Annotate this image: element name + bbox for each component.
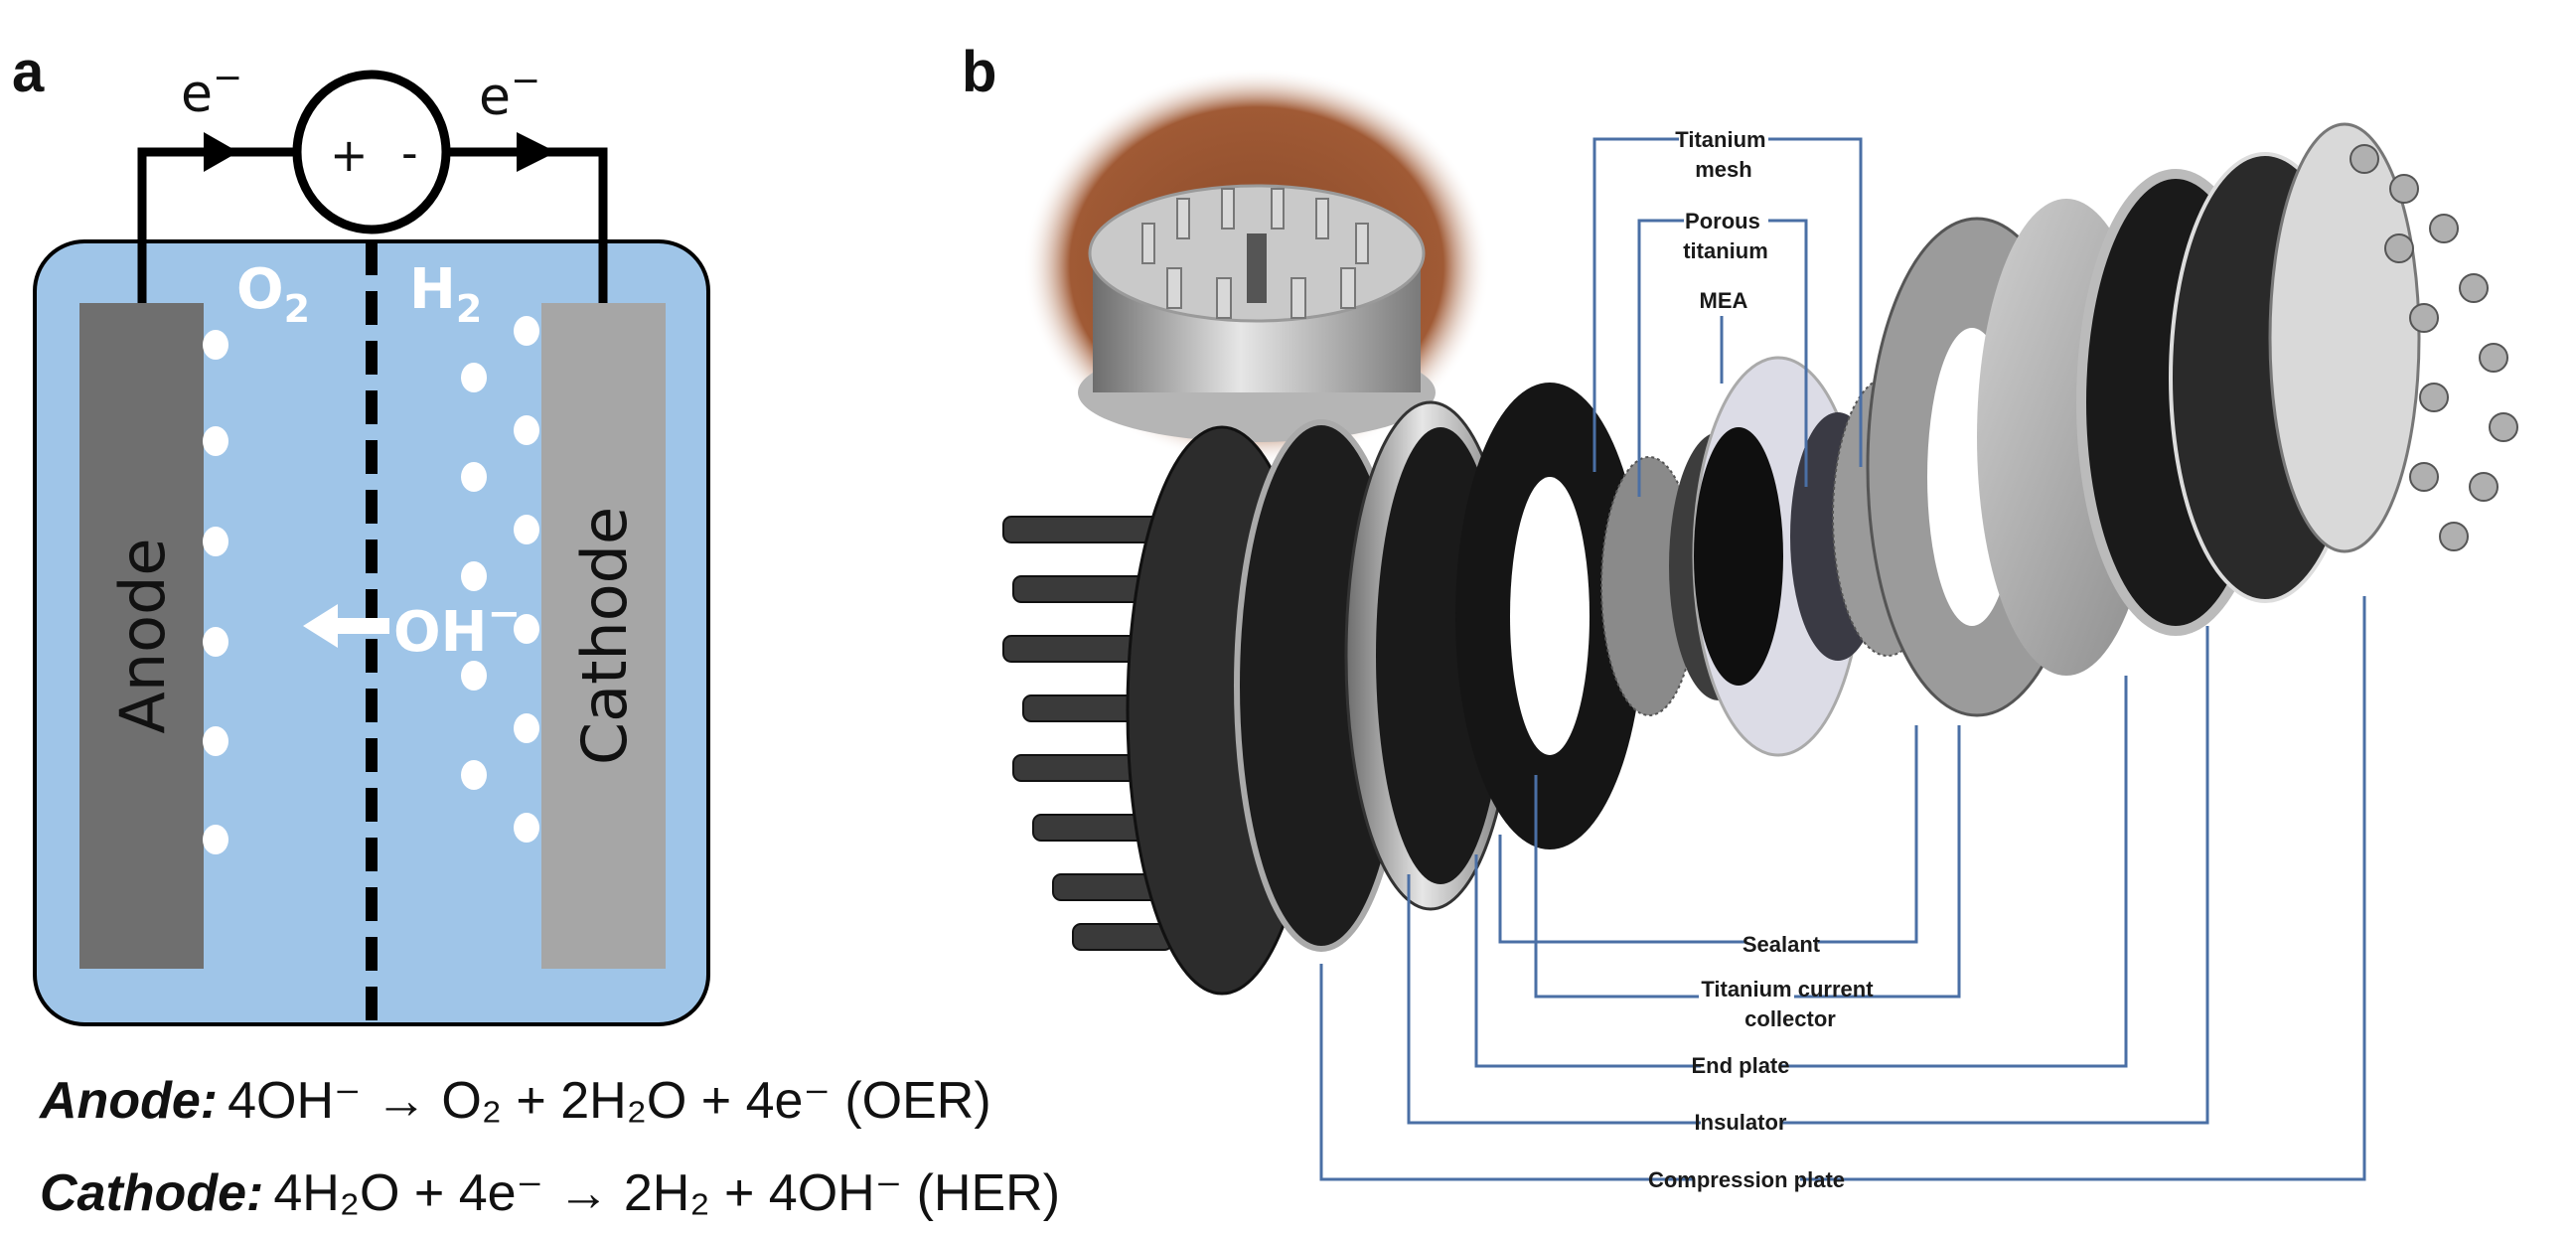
bubble: [514, 713, 539, 743]
panel-a-label: a: [12, 40, 45, 104]
bubble: [461, 363, 487, 392]
bubble: [514, 316, 539, 346]
source-plus-sign: +: [330, 128, 369, 182]
source-minus-sign: -: [401, 126, 418, 180]
bubble: [514, 415, 539, 445]
hydrogen-label: H2: [409, 257, 482, 331]
electron-arrow-right-icon: [517, 132, 556, 172]
anode-equation: Anode:4OH⁻ → O₂ + 2H₂O + 4e⁻ (OER): [38, 1072, 991, 1130]
stack-photo-inset: [1023, 68, 1490, 465]
power-source: [292, 70, 451, 234]
bubble: [461, 661, 487, 691]
nuts: [2349, 144, 2518, 551]
wire-left: [137, 147, 296, 303]
callout-insulator: Insulator: [1695, 1110, 1787, 1135]
hydroxide-arrow-icon: [303, 604, 389, 648]
bubble: [203, 330, 228, 360]
bubble: [461, 760, 487, 790]
callout-sealant: Sealant: [1743, 932, 1821, 957]
callout-mea: MEA: [1700, 288, 1748, 313]
callout-titanium-mesh: Titanium mesh: [1675, 127, 1771, 182]
panel-a: a Anode Cathode + - e− e− O2 H2: [12, 40, 1060, 1222]
exploded-stack: [1002, 122, 2518, 996]
anode-electrode: [79, 303, 204, 969]
oxygen-bubbles: [203, 330, 228, 854]
bubble: [203, 527, 228, 556]
compression-plate-back: [2268, 122, 2421, 553]
callout-porous-titanium: Porous titanium: [1683, 209, 1768, 263]
bubble: [514, 813, 539, 843]
panel-b-label: b: [962, 40, 996, 104]
bubble: [461, 462, 487, 492]
electron-arrow-left-icon: [204, 132, 238, 172]
bubble: [514, 614, 539, 644]
panel-b: b: [962, 40, 2518, 1192]
wire-right: [449, 147, 608, 303]
cathode-electrode: [541, 303, 666, 969]
leader-lines: [1319, 137, 2366, 1181]
electron-label-right: e−: [479, 61, 540, 127]
hydrogen-bubbles: [461, 316, 539, 843]
cathode-label: Cathode: [568, 507, 641, 765]
bubble: [203, 825, 228, 854]
bubble: [203, 426, 228, 456]
hydroxide-label: OH−: [393, 591, 521, 665]
bubble: [514, 515, 539, 544]
anode-label: Anode: [106, 538, 179, 733]
callout-end-plate: End plate: [1691, 1053, 1789, 1078]
electron-label-left: e−: [181, 58, 242, 124]
callout-compression-plate: Compression plate: [1648, 1167, 1845, 1192]
oxygen-label: O2: [236, 257, 310, 331]
bubble: [203, 627, 228, 657]
cathode-equation: Cathode:4H₂O + 4e⁻ → 2H₂ + 4OH⁻ (HER): [40, 1164, 1060, 1222]
bubble: [461, 561, 487, 591]
bubble: [203, 726, 228, 756]
callout-titanium-current-collector: Titanium current collector: [1701, 977, 1879, 1031]
